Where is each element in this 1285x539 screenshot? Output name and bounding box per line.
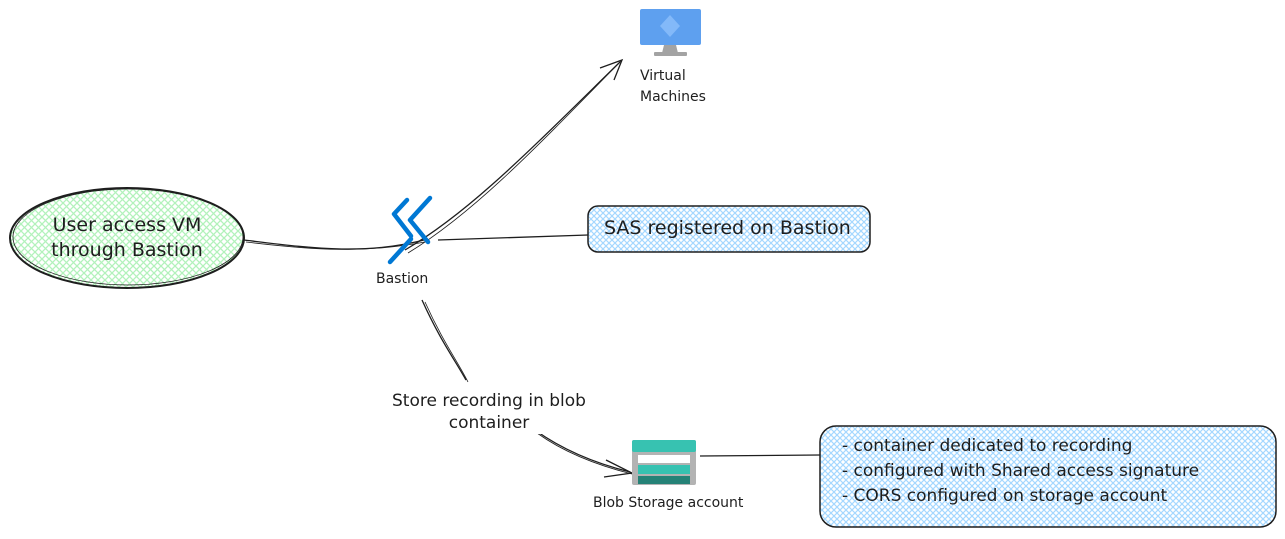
sas-note-text: SAS registered on Bastion — [604, 217, 851, 239]
blob-note-item: - CORS configured on storage account — [842, 486, 1168, 506]
vm-label-line2: Machines — [640, 89, 706, 105]
edge-bastion-to-blob — [421, 299, 467, 381]
blob-storage-icon — [632, 440, 696, 485]
vm-label-line1: Virtual — [640, 68, 686, 84]
user-node-line2: through Bastion — [51, 239, 203, 261]
edges — [243, 58, 821, 478]
edge-bastion-to-vm-sketch — [407, 59, 623, 254]
edge-bastion-to-blob-lower — [534, 429, 631, 473]
blob-note-item: - container dedicated to recording — [842, 436, 1133, 456]
blob-notes-box — [819, 425, 1277, 528]
bastion-label: Bastion — [376, 271, 429, 287]
edge-store-label: Store recording in blob container — [376, 390, 602, 434]
blob-note-item: - configured with Shared access signatur… — [842, 461, 1200, 481]
edge-bastion-to-sas-note — [437, 234, 589, 241]
blob-notes-list: - container dedicated to recording - con… — [842, 434, 1199, 509]
edge-store-line1: Store recording in blob — [392, 391, 586, 411]
user-node — [9, 187, 245, 289]
user-node-line1: User access VM — [52, 214, 202, 236]
edge-bastion-to-blob-lower-sketch — [536, 432, 633, 475]
blob-label: Blob Storage account — [593, 495, 744, 511]
edge-bastion-to-blob-sketch — [424, 301, 469, 383]
edge-blob-to-notes — [699, 454, 821, 457]
user-node-label: User access VM through Bastion — [12, 213, 242, 263]
vm-label: Virtual Machines — [640, 66, 706, 108]
bastion-icon — [387, 195, 433, 265]
virtual-machine-icon — [640, 9, 701, 56]
edge-store-line2: container — [448, 413, 530, 433]
edge-bastion-to-vm — [404, 61, 621, 251]
user-node-sketch — [12, 188, 244, 286]
arrowhead-vm — [599, 58, 624, 81]
sas-note-box — [587, 205, 871, 253]
